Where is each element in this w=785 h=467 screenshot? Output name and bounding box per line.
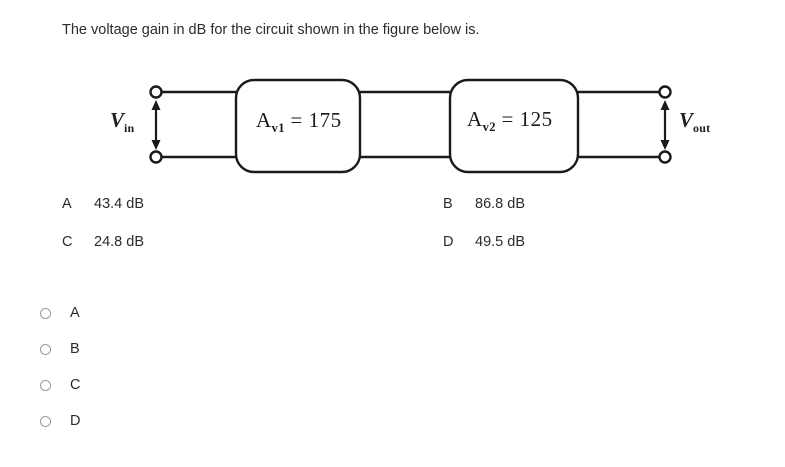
amplifier-1-value: = 175 [290, 108, 342, 132]
radio-option-d[interactable]: D [40, 411, 80, 431]
radio-option-b[interactable]: B [40, 339, 80, 359]
input-voltage-label: Vin [110, 108, 134, 136]
radio-button-icon[interactable] [40, 307, 51, 319]
answer-choice-a: A 43.4 dB [62, 196, 144, 212]
radio-option-d-label: D [70, 412, 81, 429]
input-terminal-top-node [149, 85, 163, 99]
output-voltage-subscript: out [693, 121, 711, 136]
amplifier-2-symbol: A [467, 107, 483, 131]
answer-choice-d: D 49.5 dB [443, 234, 525, 250]
circuit-diagram: Vin Vout Av1 = 175 Av2 = 125 [0, 60, 785, 185]
question-prompt: The voltage gain in dB for the circuit s… [62, 22, 480, 38]
output-voltage-arrow [660, 100, 670, 150]
radio-option-c[interactable]: C [40, 375, 80, 395]
output-terminal-bottom-node [658, 150, 672, 164]
radio-option-a[interactable]: A [40, 303, 80, 323]
answer-choice-d-text: 49.5 dB [475, 234, 525, 250]
answer-choice-c-letter: C [62, 234, 73, 250]
radio-option-c-label: C [70, 376, 81, 393]
amplifier-2-subscript: v2 [482, 120, 496, 135]
amplifier-2-value: = 125 [501, 107, 553, 131]
answer-choice-b-letter: B [443, 196, 453, 212]
answer-choice-b: B 86.8 dB [443, 196, 525, 212]
input-terminal-bottom-node [149, 150, 163, 164]
amplifier-block-1 [234, 78, 362, 174]
radio-button-icon[interactable] [40, 379, 51, 391]
answer-choice-d-letter: D [443, 234, 454, 250]
answer-choice-b-text: 86.8 dB [475, 196, 525, 212]
radio-option-b-label: B [70, 340, 80, 357]
radio-button-icon[interactable] [40, 415, 51, 427]
input-voltage-subscript: in [124, 121, 135, 136]
amplifier-2-gain-label: Av2 = 125 [467, 107, 553, 135]
amplifier-1-symbol: A [256, 108, 272, 132]
amplifier-1-subscript: v1 [271, 121, 285, 136]
input-voltage-symbol: V [110, 108, 125, 132]
answer-choice-c-text: 24.8 dB [94, 234, 144, 250]
output-voltage-label: Vout [679, 108, 710, 136]
amplifier-block-2 [448, 78, 580, 174]
circuit-schematic-svg [149, 78, 672, 174]
answer-choice-a-letter: A [62, 196, 72, 212]
output-terminal-top-node [658, 85, 672, 99]
answer-choice-c: C 24.8 dB [62, 234, 144, 250]
output-voltage-symbol: V [679, 108, 694, 132]
answer-choice-a-text: 43.4 dB [94, 196, 144, 212]
amplifier-1-gain-label: Av1 = 175 [256, 108, 342, 136]
radio-button-icon[interactable] [40, 343, 51, 355]
radio-option-a-label: A [70, 304, 80, 321]
input-voltage-arrow [151, 100, 161, 150]
